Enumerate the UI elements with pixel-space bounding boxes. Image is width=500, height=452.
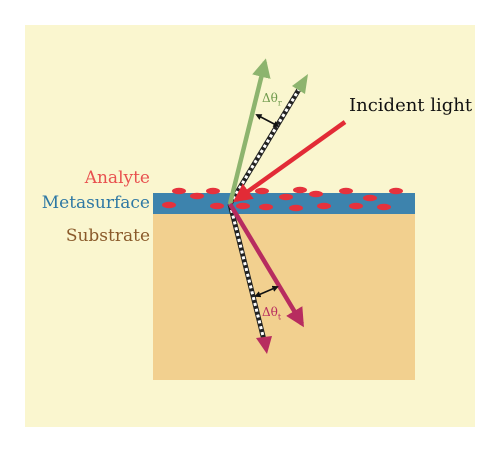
delta-theta-r-subscript: r	[277, 98, 282, 108]
transmission-angle-arrow	[254, 285, 279, 298]
delta-theta-t-label: Δθt	[262, 305, 281, 321]
incident-light-label: Incident light	[349, 95, 473, 116]
reflection-angle-arrow	[255, 114, 280, 127]
metasurface-label: Metasurface	[41, 193, 150, 213]
delta-theta-r-symbol: Δθ	[262, 91, 278, 105]
analyte-particles	[162, 186, 403, 212]
delta-theta-r-label: Δθr	[262, 91, 282, 107]
incident-ray	[232, 120, 347, 203]
reference-transmitted-ray	[227, 203, 272, 354]
delta-theta-t-subscript: t	[277, 312, 282, 322]
transmitted-ray	[228, 202, 304, 328]
substrate-label: Substrate	[65, 226, 150, 246]
delta-theta-t-symbol: Δθ	[262, 305, 278, 319]
reflected-ray	[227, 58, 271, 205]
analyte-label: Analyte	[84, 168, 150, 188]
